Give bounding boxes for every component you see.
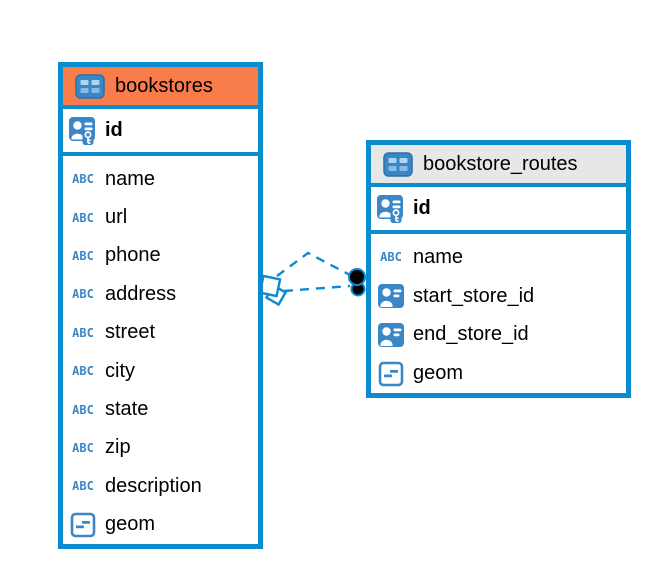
text-type-icon: ABC: [72, 364, 94, 379]
text-type-icon: ABC: [72, 287, 94, 302]
text-type-icon: ABC: [72, 479, 94, 494]
column-row[interactable]: ABC name: [371, 238, 626, 277]
column-row[interactable]: id: [63, 109, 258, 156]
table-bookstore-routes[interactable]: bookstore_routes id: [366, 140, 631, 398]
table-bookstores[interactable]: bookstores id A: [58, 62, 263, 549]
column-name: url: [105, 206, 128, 229]
column-row[interactable]: ABC city: [63, 352, 258, 390]
table-icon: [381, 151, 415, 177]
geometry-type-icon: [374, 361, 408, 387]
column-row[interactable]: ABC street: [63, 314, 258, 352]
text-type-icon: ABC: [72, 440, 94, 455]
text-type-icon: ABC: [380, 250, 402, 265]
column-row[interactable]: ABC description: [63, 467, 258, 505]
column-name: end_store_id: [413, 323, 529, 346]
column-row[interactable]: ABC phone: [63, 237, 258, 275]
column-name: name: [413, 245, 464, 268]
column-list: ABC name ABC url ABC phone ABC address A…: [63, 156, 258, 544]
table-header-bookstore-routes[interactable]: bookstore_routes: [371, 145, 626, 187]
column-row[interactable]: geom: [63, 506, 258, 544]
column-row[interactable]: ABC zip: [63, 429, 258, 467]
table-name: bookstore_routes: [423, 152, 578, 175]
text-type-icon: ABC: [72, 210, 94, 225]
column-row[interactable]: start_store_id: [371, 277, 626, 316]
column-name: state: [105, 398, 149, 421]
column-row[interactable]: ABC name: [63, 160, 258, 198]
table-header-bookstores[interactable]: bookstores: [63, 67, 258, 109]
column-row[interactable]: ABC address: [63, 275, 258, 313]
column-name: phone: [105, 244, 161, 267]
column-name: id: [413, 197, 431, 219]
column-row[interactable]: id: [371, 187, 626, 234]
column-name: id: [105, 119, 123, 141]
table-icon: [73, 73, 107, 99]
column-row[interactable]: end_store_id: [371, 316, 626, 355]
column-row[interactable]: ABC state: [63, 390, 258, 428]
text-type-icon: ABC: [72, 325, 94, 340]
column-row[interactable]: geom: [371, 354, 626, 393]
column-name: name: [105, 167, 156, 190]
column-name: geom: [105, 513, 156, 536]
column-name: address: [105, 282, 177, 305]
column-name: city: [105, 359, 135, 382]
column-name: zip: [105, 436, 131, 459]
column-name: geom: [413, 362, 464, 385]
reference-type-icon: [374, 322, 408, 348]
text-type-icon: ABC: [72, 402, 94, 417]
text-type-icon: ABC: [72, 248, 94, 263]
primary-key-icon: [66, 116, 100, 146]
relationship-target-dot: [348, 268, 366, 286]
column-name: street: [105, 321, 156, 344]
reference-type-icon: [374, 283, 408, 309]
text-type-icon: ABC: [72, 172, 94, 187]
column-row[interactable]: ABC url: [63, 198, 258, 236]
relationship-line[interactable]: [283, 284, 351, 293]
primary-key-icon: [374, 194, 408, 224]
column-name: description: [105, 474, 202, 497]
geometry-type-icon: [66, 512, 100, 538]
relationship-line[interactable]: [276, 251, 351, 277]
column-list: ABC name start_store_id: [371, 234, 626, 393]
column-name: start_store_id: [413, 284, 535, 307]
table-name: bookstores: [115, 74, 213, 97]
